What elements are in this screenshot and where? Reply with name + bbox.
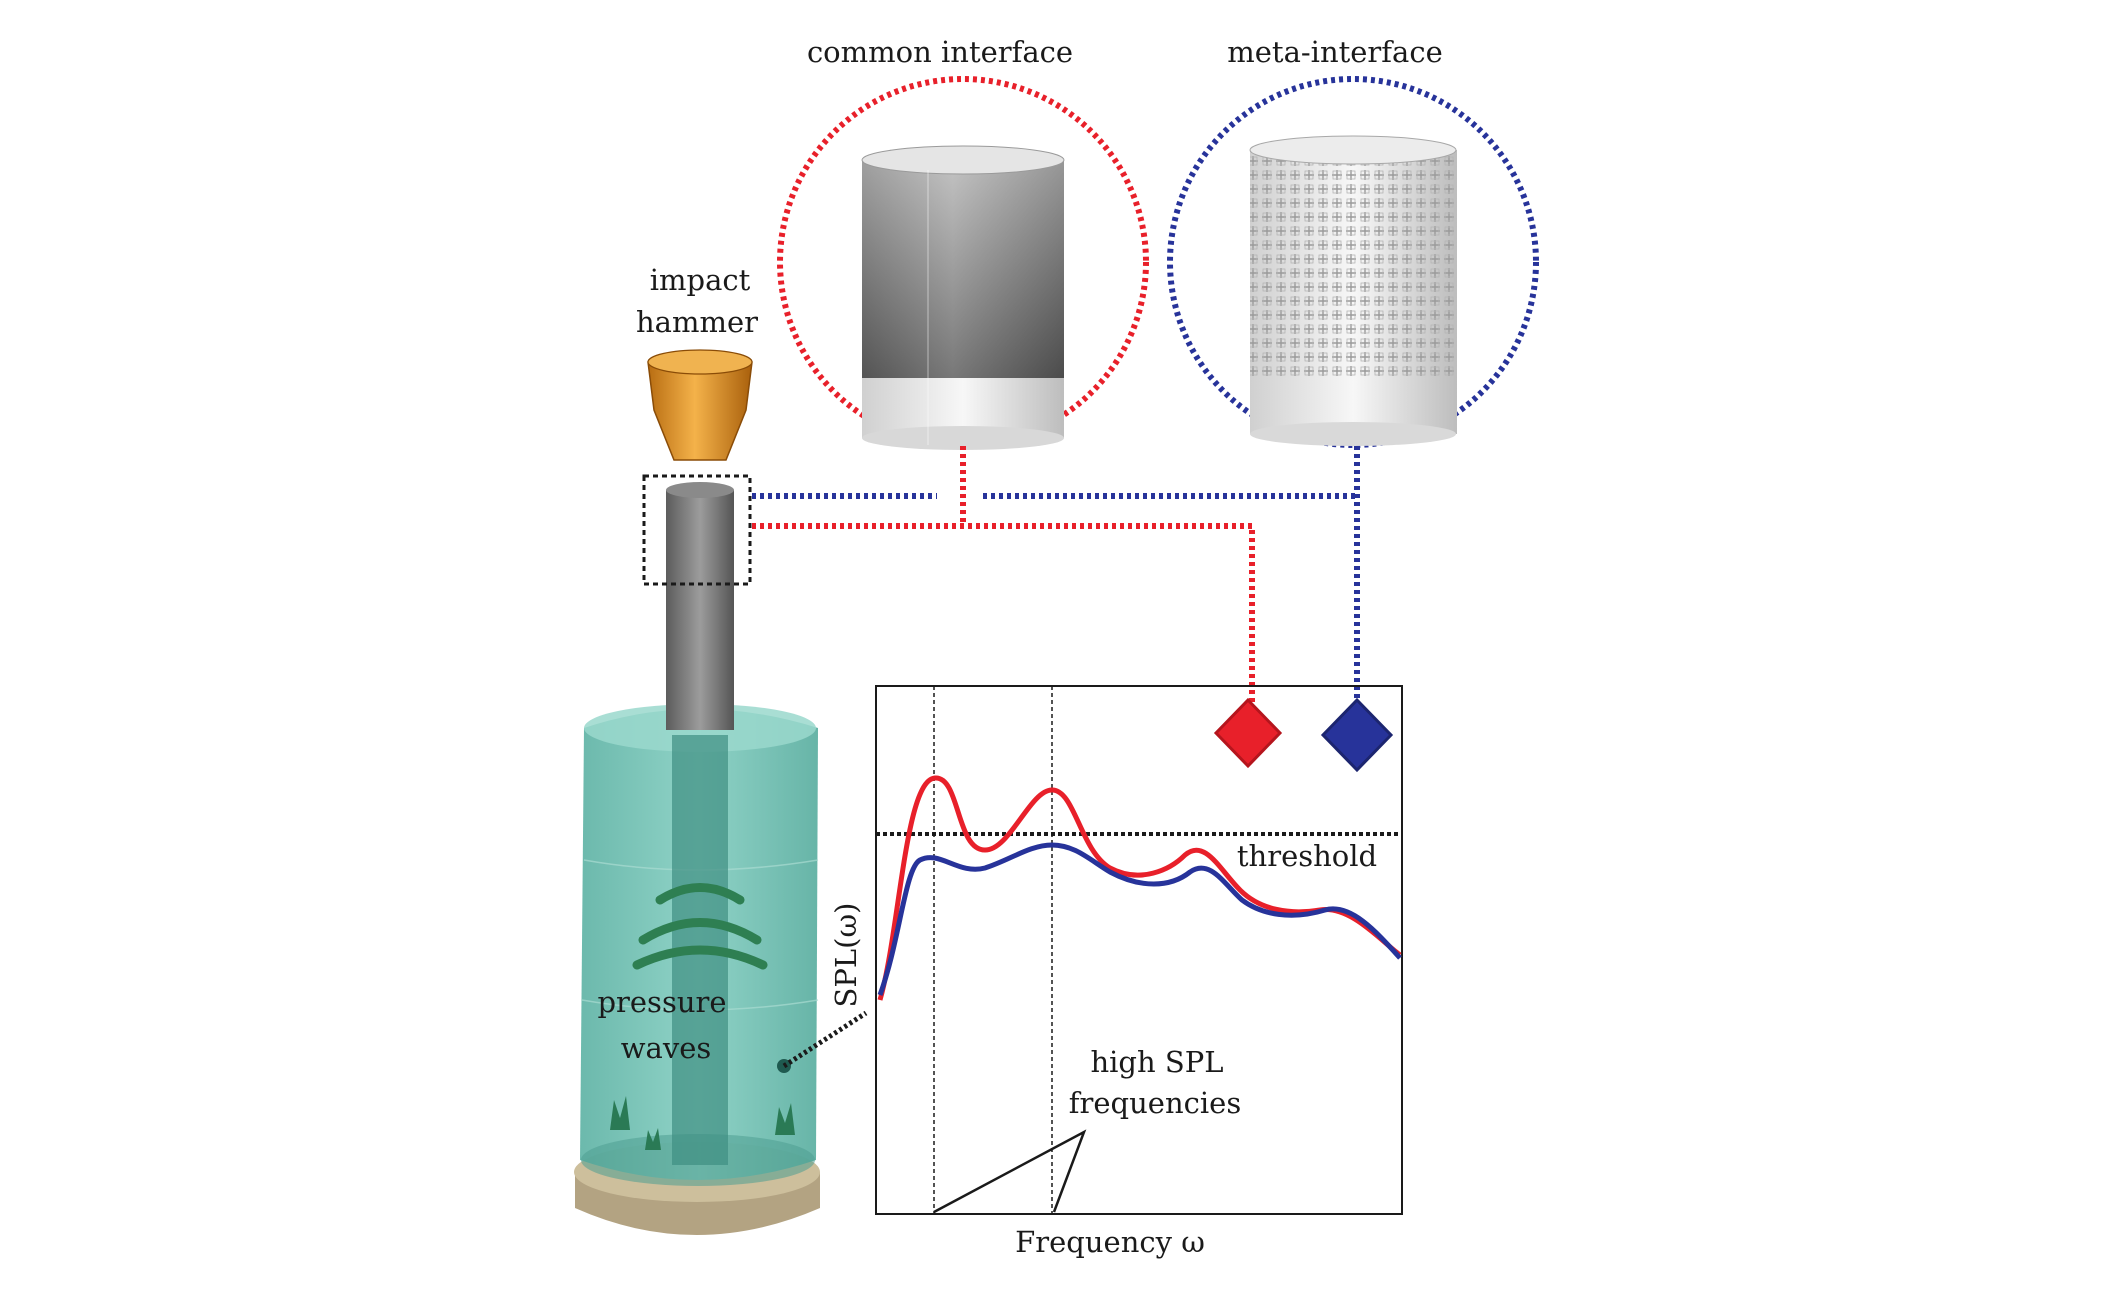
x-axis-label: Frequency ω (1015, 1225, 1205, 1259)
pressure-wave-arc-1 (655, 883, 745, 905)
frequencies-label: frequencies (1069, 1086, 1241, 1120)
common-connector (752, 523, 1255, 708)
common-marker-diamond-icon (1213, 697, 1283, 769)
common-interface-cylinder (861, 145, 1065, 450)
meta-interface-circle (1167, 76, 1539, 448)
common-interface-callout: common interface (777, 35, 1149, 525)
interface-highlight-box (642, 474, 752, 586)
tank-assembly: pressure waves (574, 482, 868, 1235)
hammer-label: hammer (636, 305, 758, 339)
meta-interface-curve (877, 842, 1402, 996)
y-axis-label: SPL(ω) (829, 903, 863, 1008)
waves-label: waves (621, 1031, 712, 1065)
rod (666, 490, 734, 730)
common-interface-label: common interface (807, 35, 1073, 69)
plant-icon (775, 1103, 795, 1135)
meta-marker-diamond-icon (1320, 697, 1394, 773)
meta-interface-cylinder (1249, 135, 1457, 446)
plant-icon (610, 1096, 630, 1130)
plant-icon (645, 1128, 661, 1150)
impact-label: impact (650, 263, 751, 297)
pressure-wave-arc-2 (638, 918, 762, 945)
high-spl-pointer (933, 1129, 1087, 1214)
meta-interface-label: meta-interface (1227, 35, 1442, 69)
common-interface-curve (877, 775, 1402, 1001)
plot-frame (875, 685, 1403, 1215)
common-interface-circle (777, 76, 1149, 448)
pressure-label: pressure (597, 985, 726, 1019)
connector-lines (752, 493, 1357, 708)
sensor-lead (782, 1010, 868, 1069)
spl-plot: SPL(ω) Frequency ω threshold high SPL fr… (829, 685, 1403, 1259)
threshold-label: threshold (1237, 839, 1377, 873)
meta-interface-callout: meta-interface (1167, 35, 1539, 700)
pressure-wave-arc-3 (632, 945, 768, 970)
high-spl-label: high SPL (1090, 1045, 1223, 1079)
impact-hammer: impact hammer (636, 263, 758, 461)
